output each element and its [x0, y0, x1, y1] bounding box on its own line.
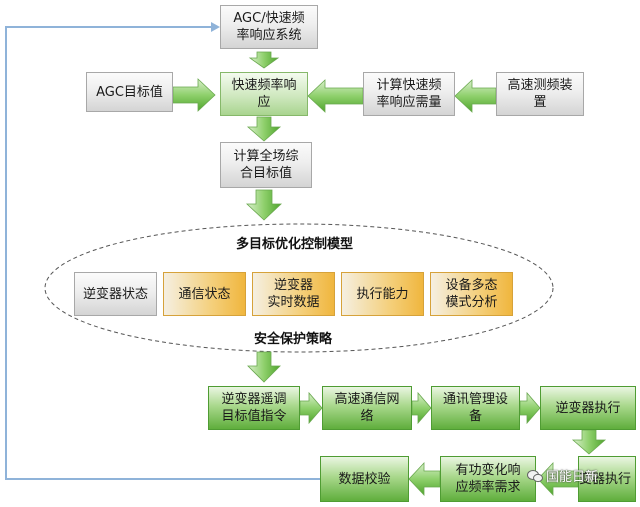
arrow-model-down	[247, 351, 281, 383]
calc-target-box: 计算全场综 合目标值	[220, 142, 312, 188]
calc-demand-box: 计算快速频 率响应需量	[363, 72, 455, 116]
watermark-text: 国能日新	[546, 470, 599, 485]
inverter-exec2-box: 逆变器执行	[578, 456, 636, 502]
calc-target-label: 计算全场综 合目标值	[233, 149, 299, 181]
inverter-exec-label: 逆变器执行	[555, 400, 621, 416]
arrow-target-down	[245, 189, 283, 221]
inverter-exec2-label: 逆变器执行	[578, 471, 631, 487]
arrow-power-to-check	[408, 461, 441, 497]
model-item-device-mode: 设备多态 模式分析	[430, 272, 513, 316]
data-check-box: 数据校验	[320, 456, 409, 502]
comm-device-box: 通讯管理设 备	[431, 386, 520, 430]
agc-system-label: AGC/快速频 率响应系统	[233, 11, 305, 43]
inverter-cmd-box: 逆变器遥调 目标值指令	[208, 386, 300, 430]
model-item-inverter-status: 逆变器状态	[74, 272, 157, 316]
fast-response-label: 快速频率响 应	[231, 78, 297, 110]
inverter-cmd-label: 逆变器遥调 目标值指令	[221, 392, 287, 424]
model-item-label: 逆变器状态	[82, 286, 148, 302]
model-item-label: 执行能力	[356, 286, 409, 302]
fast-response-box: 快速频率响 应	[220, 72, 308, 116]
arrow-device-to-calc	[454, 79, 497, 113]
model-item-label: 通信状态	[178, 286, 231, 302]
model-ellipse	[44, 223, 554, 353]
arrow-comm-to-exec	[519, 391, 541, 425]
watermark: 国能日新	[527, 466, 598, 485]
model-item-exec-capability: 执行能力	[341, 272, 424, 316]
model-item-label: 设备多态 模式分析	[445, 278, 498, 310]
freq-device-label: 高速测频装 置	[507, 78, 573, 110]
arrow-calc-to-fast	[307, 79, 364, 113]
model-item-inverter-realtime: 逆变器 实时数据	[252, 272, 335, 316]
safety-strategy-label: 安全保护策略	[254, 332, 333, 347]
wechat-icon	[527, 469, 543, 483]
arrow-fast-down	[246, 116, 282, 142]
arrow-exec-down	[571, 429, 607, 455]
data-check-label: 数据校验	[338, 471, 391, 487]
network-label: 高速通信网 络	[334, 392, 400, 424]
model-item-comm-status: 通信状态	[163, 272, 246, 316]
agc-system-box: AGC/快速频 率响应系统	[220, 5, 318, 49]
inverter-exec-box: 逆变器执行	[540, 386, 636, 430]
arrow-agc-to-fast	[172, 78, 216, 112]
feedback-loop-arrowhead	[211, 22, 220, 32]
feedback-loop-line	[5, 26, 320, 480]
agc-target-label: AGC目标值	[96, 84, 163, 100]
network-box: 高速通信网 络	[322, 386, 412, 430]
power-change-label: 有功变化响 应频率需求	[455, 463, 521, 495]
arrow-agc-system-down	[248, 51, 280, 69]
arrow-network-to-comm	[411, 391, 432, 425]
model-title: 多目标优化控制模型	[236, 237, 354, 252]
freq-device-box: 高速测频装 置	[496, 72, 584, 116]
comm-device-label: 通讯管理设 备	[442, 392, 508, 424]
agc-target-box: AGC目标值	[86, 72, 173, 112]
calc-demand-label: 计算快速频 率响应需量	[376, 78, 442, 110]
model-item-label: 逆变器 实时数据	[267, 278, 320, 310]
power-change-box: 有功变化响 应频率需求	[440, 456, 536, 502]
arrow-cmd-to-network	[299, 391, 323, 425]
arrow-exec2-to-power	[537, 461, 579, 497]
